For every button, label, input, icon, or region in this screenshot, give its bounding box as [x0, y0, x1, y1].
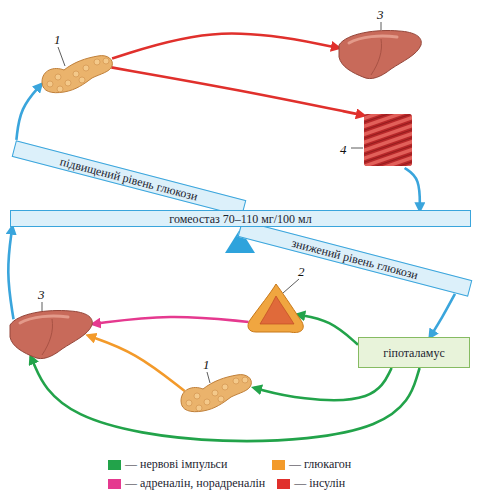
leader-line — [351, 148, 363, 149]
connector-arrow — [405, 168, 420, 210]
hypothalamus-box: гіпоталамус — [358, 337, 470, 368]
pancreas-lobule — [222, 384, 228, 390]
pancreas-picture — [175, 355, 255, 417]
muscle-fiber — [364, 160, 412, 166]
leader-line — [207, 372, 210, 383]
liver-lobe-line — [371, 39, 382, 75]
pancreas-lobule — [83, 65, 89, 71]
legend-swatch — [272, 460, 285, 470]
muscle-picture — [340, 112, 416, 168]
muscle-drawing — [359, 84, 417, 196]
adrenal-outline — [248, 284, 303, 333]
pancreas-drawing — [181, 375, 251, 412]
liver-highlight — [20, 316, 68, 323]
leader-line — [381, 22, 382, 30]
liver-lobe-line — [42, 319, 53, 355]
connector-arrow — [8, 227, 13, 319]
muscle-fiber — [364, 120, 412, 140]
leader-line — [58, 47, 65, 66]
liver-drawing — [10, 311, 92, 359]
pancreas-lobule — [79, 77, 85, 83]
connector-arrow — [16, 84, 41, 139]
legend-text: — інсулін — [294, 476, 345, 491]
pancreas-lobule — [218, 396, 224, 402]
pancreas-lobule — [65, 80, 71, 86]
legend-swatch — [277, 479, 290, 489]
connector-arrow — [112, 33, 339, 58]
pancreas-lobule — [212, 390, 218, 396]
legend-swatch — [108, 479, 121, 489]
legend-swatch — [108, 460, 121, 470]
pancreas-lobule — [57, 86, 63, 92]
pancreas-lobule — [55, 74, 61, 80]
adrenal-organ: 2 — [240, 262, 312, 337]
glucose-band: знижений рівень глюкози — [238, 220, 473, 296]
muscle-fiber — [364, 148, 412, 166]
glucose-band: підвищений рівень глюкози — [12, 140, 247, 216]
connector-arrow — [254, 368, 391, 400]
muscle-fiber — [364, 114, 412, 132]
box-label: гомеостаз 70–110 мг/100 мл — [169, 212, 311, 226]
pancreas-lobule — [196, 405, 202, 411]
pancreas-lobule — [103, 58, 109, 64]
pancreas-lobule — [47, 81, 53, 87]
muscle-fiber — [364, 144, 412, 164]
pancreas-lobule — [233, 378, 239, 384]
callout-number: 2 — [298, 264, 305, 279]
pancreas-outline — [181, 375, 251, 412]
pancreas-organ: 1 — [38, 30, 116, 98]
legend-item: — адреналін, норадреналін — [108, 476, 265, 491]
liver-outline — [339, 31, 421, 79]
pancreas-lobule — [194, 393, 200, 399]
adrenal-drawing — [248, 284, 303, 333]
connector-arrow — [31, 357, 420, 441]
callout-number: 1 — [54, 32, 61, 47]
pancreas-lobule — [94, 59, 100, 65]
muscle-organ: 4 — [340, 112, 416, 168]
liver-outline — [10, 311, 92, 359]
callout-number: 1 — [203, 357, 210, 372]
leader-line — [42, 302, 43, 311]
pancreas-lobule — [242, 377, 248, 383]
liver-organ: 3 — [335, 5, 425, 83]
pancreas-organ: 1 — [175, 355, 255, 417]
pancreas-lobule — [73, 71, 79, 77]
legend-text: — нервові імпульси — [125, 457, 227, 472]
muscle-fiber — [364, 136, 412, 156]
callout-number: 4 — [340, 142, 347, 157]
connector-arrow — [88, 336, 184, 391]
legend-text: — глюкагон — [289, 457, 351, 472]
pancreas-drawing — [42, 56, 112, 93]
legend-item: — нервові імпульси — [108, 457, 227, 472]
homeostasis-band: гомеостаз 70–110 мг/100 мл — [10, 210, 471, 227]
legend-item: — інсулін — [277, 476, 345, 491]
box-label: підвищений рівень глюкози — [59, 153, 200, 202]
liver-highlight — [349, 36, 397, 43]
pancreas-picture — [38, 30, 116, 98]
liver-picture — [2, 285, 98, 363]
pancreas-outline — [42, 56, 112, 93]
muscle-fiber — [364, 128, 412, 148]
box-label: гіпоталамус — [383, 346, 445, 360]
legend-item: — глюкагон — [272, 457, 351, 472]
leader-line — [283, 279, 299, 293]
connector-arrow — [298, 315, 358, 345]
liver-organ: 3 — [2, 285, 98, 363]
liver-drawing — [339, 31, 421, 79]
connector-arrow — [111, 67, 363, 115]
pancreas-lobule — [186, 400, 192, 406]
adrenal-medulla — [260, 296, 294, 324]
muscle-fiber — [364, 114, 412, 124]
callout-number: 3 — [38, 287, 45, 302]
legend-text: — адреналін, норадреналін — [125, 476, 265, 491]
connector-arrow — [93, 317, 248, 324]
callout-number: 3 — [377, 7, 384, 22]
box-label: знижений рівень глюкози — [290, 235, 419, 281]
connector-arrow — [430, 294, 455, 337]
pancreas-lobule — [204, 399, 210, 405]
